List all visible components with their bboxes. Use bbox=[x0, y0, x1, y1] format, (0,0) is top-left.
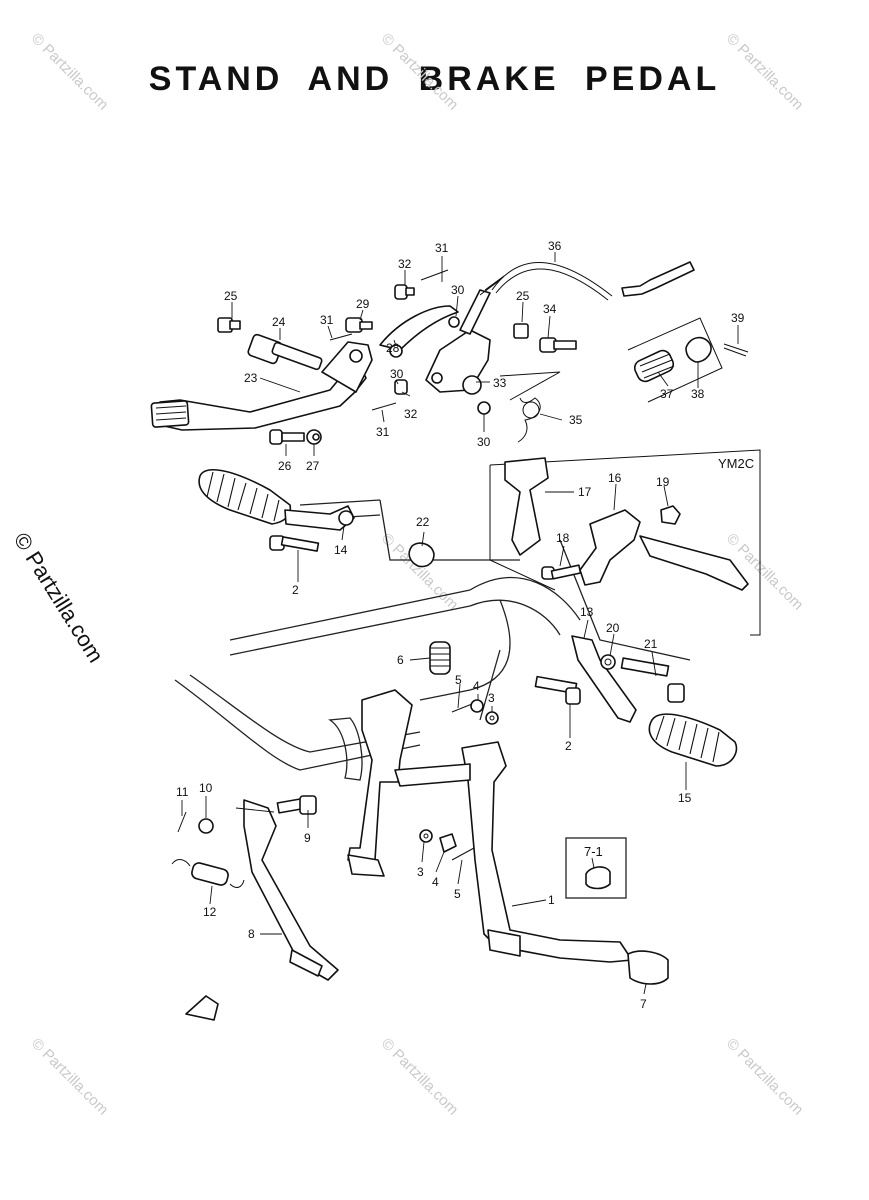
group-outline bbox=[627, 317, 723, 403]
callout-14: 14 bbox=[334, 543, 348, 557]
callout-39: 39 bbox=[731, 311, 745, 325]
callout-18: 18 bbox=[556, 531, 570, 545]
callout-34: 34 bbox=[543, 302, 557, 316]
bolt-21 bbox=[620, 657, 670, 677]
spring-12 bbox=[191, 862, 229, 886]
callout-31: 31 bbox=[376, 425, 390, 439]
washer-20 bbox=[600, 654, 616, 670]
callout-4: 4 bbox=[432, 875, 439, 889]
footrest-rubber-left bbox=[198, 469, 355, 531]
callout-19: 19 bbox=[656, 475, 670, 489]
callout-36: 36 bbox=[548, 239, 562, 253]
spring-37 bbox=[633, 349, 675, 383]
callout-31: 31 bbox=[320, 313, 334, 327]
bracket-13 bbox=[571, 635, 637, 723]
forward-arrow-icon bbox=[185, 995, 219, 1021]
bolt-25a bbox=[217, 317, 241, 333]
clip-38 bbox=[685, 336, 712, 363]
nut-10 bbox=[198, 818, 214, 834]
callout-3: 3 bbox=[417, 865, 424, 879]
inset-box-7-1 bbox=[565, 837, 627, 899]
variant-label: YM2C bbox=[718, 456, 754, 471]
callout-30: 30 bbox=[451, 283, 465, 297]
callout-2: 2 bbox=[565, 739, 572, 753]
footrest-bar bbox=[639, 535, 749, 591]
callout-15: 15 bbox=[678, 791, 692, 805]
washer-3b bbox=[419, 829, 433, 843]
callout-7: 7 bbox=[640, 997, 647, 1011]
callout-12: 12 bbox=[203, 905, 217, 919]
callout-4: 4 bbox=[473, 679, 480, 693]
callout-30: 30 bbox=[477, 435, 491, 449]
callout-28: 28 bbox=[386, 341, 400, 355]
bracket-16 bbox=[579, 509, 641, 586]
callout-1: 1 bbox=[548, 893, 555, 907]
cotter-pin-5a bbox=[451, 703, 473, 713]
cotter-pin-39 bbox=[723, 343, 749, 357]
callout-25: 25 bbox=[516, 289, 530, 303]
bracket-17 bbox=[504, 457, 549, 556]
callout-23: 23 bbox=[244, 371, 258, 385]
cotter-pin-31c bbox=[371, 402, 397, 411]
nut-4b bbox=[439, 833, 457, 853]
spring-6 bbox=[429, 641, 451, 675]
callout-30: 30 bbox=[390, 367, 404, 381]
callout-labels: 31 32 36 25 24 31 29 30 28 25 34 39 23 3… bbox=[176, 239, 754, 1011]
washer-14 bbox=[338, 510, 354, 526]
variant-box bbox=[489, 449, 761, 636]
callout-27: 27 bbox=[306, 459, 320, 473]
callout-37: 37 bbox=[660, 387, 674, 401]
callout-16: 16 bbox=[608, 471, 622, 485]
callout-24: 24 bbox=[272, 315, 286, 329]
bolt-25b bbox=[513, 323, 529, 339]
cotter-pin-11 bbox=[177, 811, 187, 833]
callout-22: 22 bbox=[416, 515, 430, 529]
callout-31: 31 bbox=[435, 241, 449, 255]
callout-25: 25 bbox=[224, 289, 238, 303]
callout-33: 33 bbox=[493, 376, 507, 390]
callout-11: 11 bbox=[176, 785, 189, 799]
main-stand-1 bbox=[347, 689, 633, 963]
inset-label: 7-1 bbox=[584, 844, 603, 859]
callout-5: 5 bbox=[455, 673, 462, 687]
callout-13: 13 bbox=[580, 605, 594, 619]
washer-30c bbox=[477, 401, 491, 415]
callout-20: 20 bbox=[606, 621, 620, 635]
callout-17: 17 bbox=[578, 485, 592, 499]
callout-5: 5 bbox=[454, 887, 461, 901]
diagram-title: STAND AND BRAKE PEDAL bbox=[148, 60, 721, 98]
cotter-pin-31b bbox=[329, 333, 353, 341]
washer-30b bbox=[448, 316, 460, 328]
bracket-22 bbox=[408, 542, 435, 568]
callout-9: 9 bbox=[304, 831, 311, 845]
callout-2: 2 bbox=[292, 583, 299, 597]
washer-3a bbox=[485, 711, 499, 725]
callout-29: 29 bbox=[356, 297, 370, 311]
footrest-rubber-right bbox=[648, 713, 738, 767]
bolt-26 bbox=[269, 429, 305, 445]
cotter-pin-31a bbox=[420, 269, 449, 281]
callout-26: 26 bbox=[278, 459, 292, 473]
link-plate-28 bbox=[379, 305, 459, 351]
brake-pedal-23 bbox=[150, 341, 373, 431]
callout-35: 35 bbox=[569, 413, 583, 427]
callout-32: 32 bbox=[404, 407, 418, 421]
leader-lines bbox=[181, 252, 739, 995]
callout-38: 38 bbox=[691, 387, 705, 401]
nut-19 bbox=[660, 505, 681, 525]
side-stand-8 bbox=[243, 799, 339, 981]
callout-21: 21 bbox=[644, 637, 658, 651]
nut-4a bbox=[470, 699, 484, 713]
callout-8: 8 bbox=[248, 927, 255, 941]
cotter-pin-5b bbox=[451, 847, 475, 861]
cable-36 bbox=[491, 261, 613, 297]
pivot-shaft-24 bbox=[247, 333, 323, 371]
callout-10: 10 bbox=[199, 781, 213, 795]
callout-32: 32 bbox=[398, 257, 412, 271]
callout-6: 6 bbox=[397, 653, 404, 667]
callout-3: 3 bbox=[488, 691, 495, 705]
cap-7 bbox=[627, 950, 669, 985]
